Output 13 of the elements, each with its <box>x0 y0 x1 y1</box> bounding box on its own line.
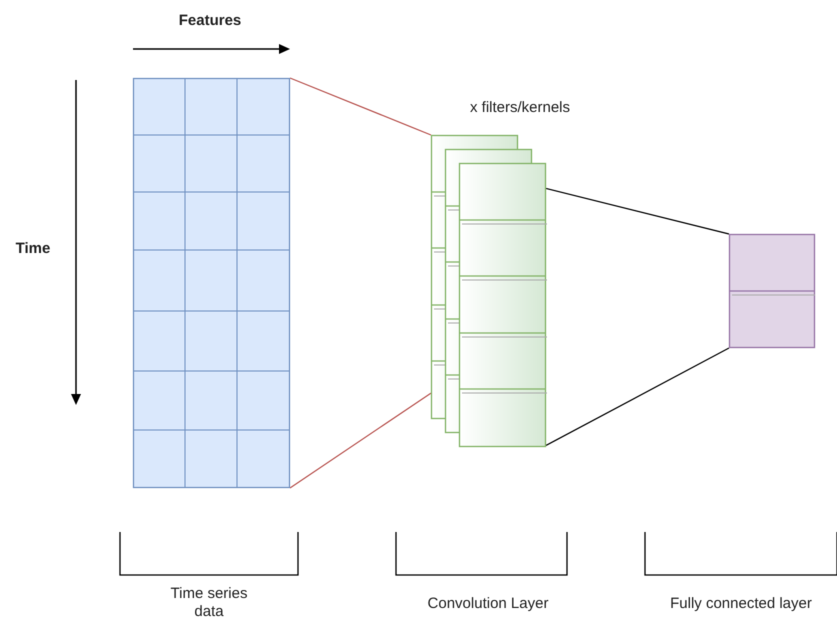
section-label: Time series data <box>170 585 248 621</box>
axis-label: Time <box>14 240 52 258</box>
note-text: x filters/kernels <box>468 99 572 117</box>
section-label: Fully connected layer <box>669 595 813 613</box>
section-label: Convolution Layer <box>426 595 550 613</box>
connector-line <box>546 188 730 235</box>
connector-line <box>290 392 432 488</box>
time-series-grid <box>133 78 290 488</box>
connector-line <box>546 347 730 446</box>
filter-stack <box>431 135 546 447</box>
connector-line <box>290 77 432 136</box>
axis-label: Features <box>178 12 242 30</box>
fully-connected-box <box>729 234 815 348</box>
